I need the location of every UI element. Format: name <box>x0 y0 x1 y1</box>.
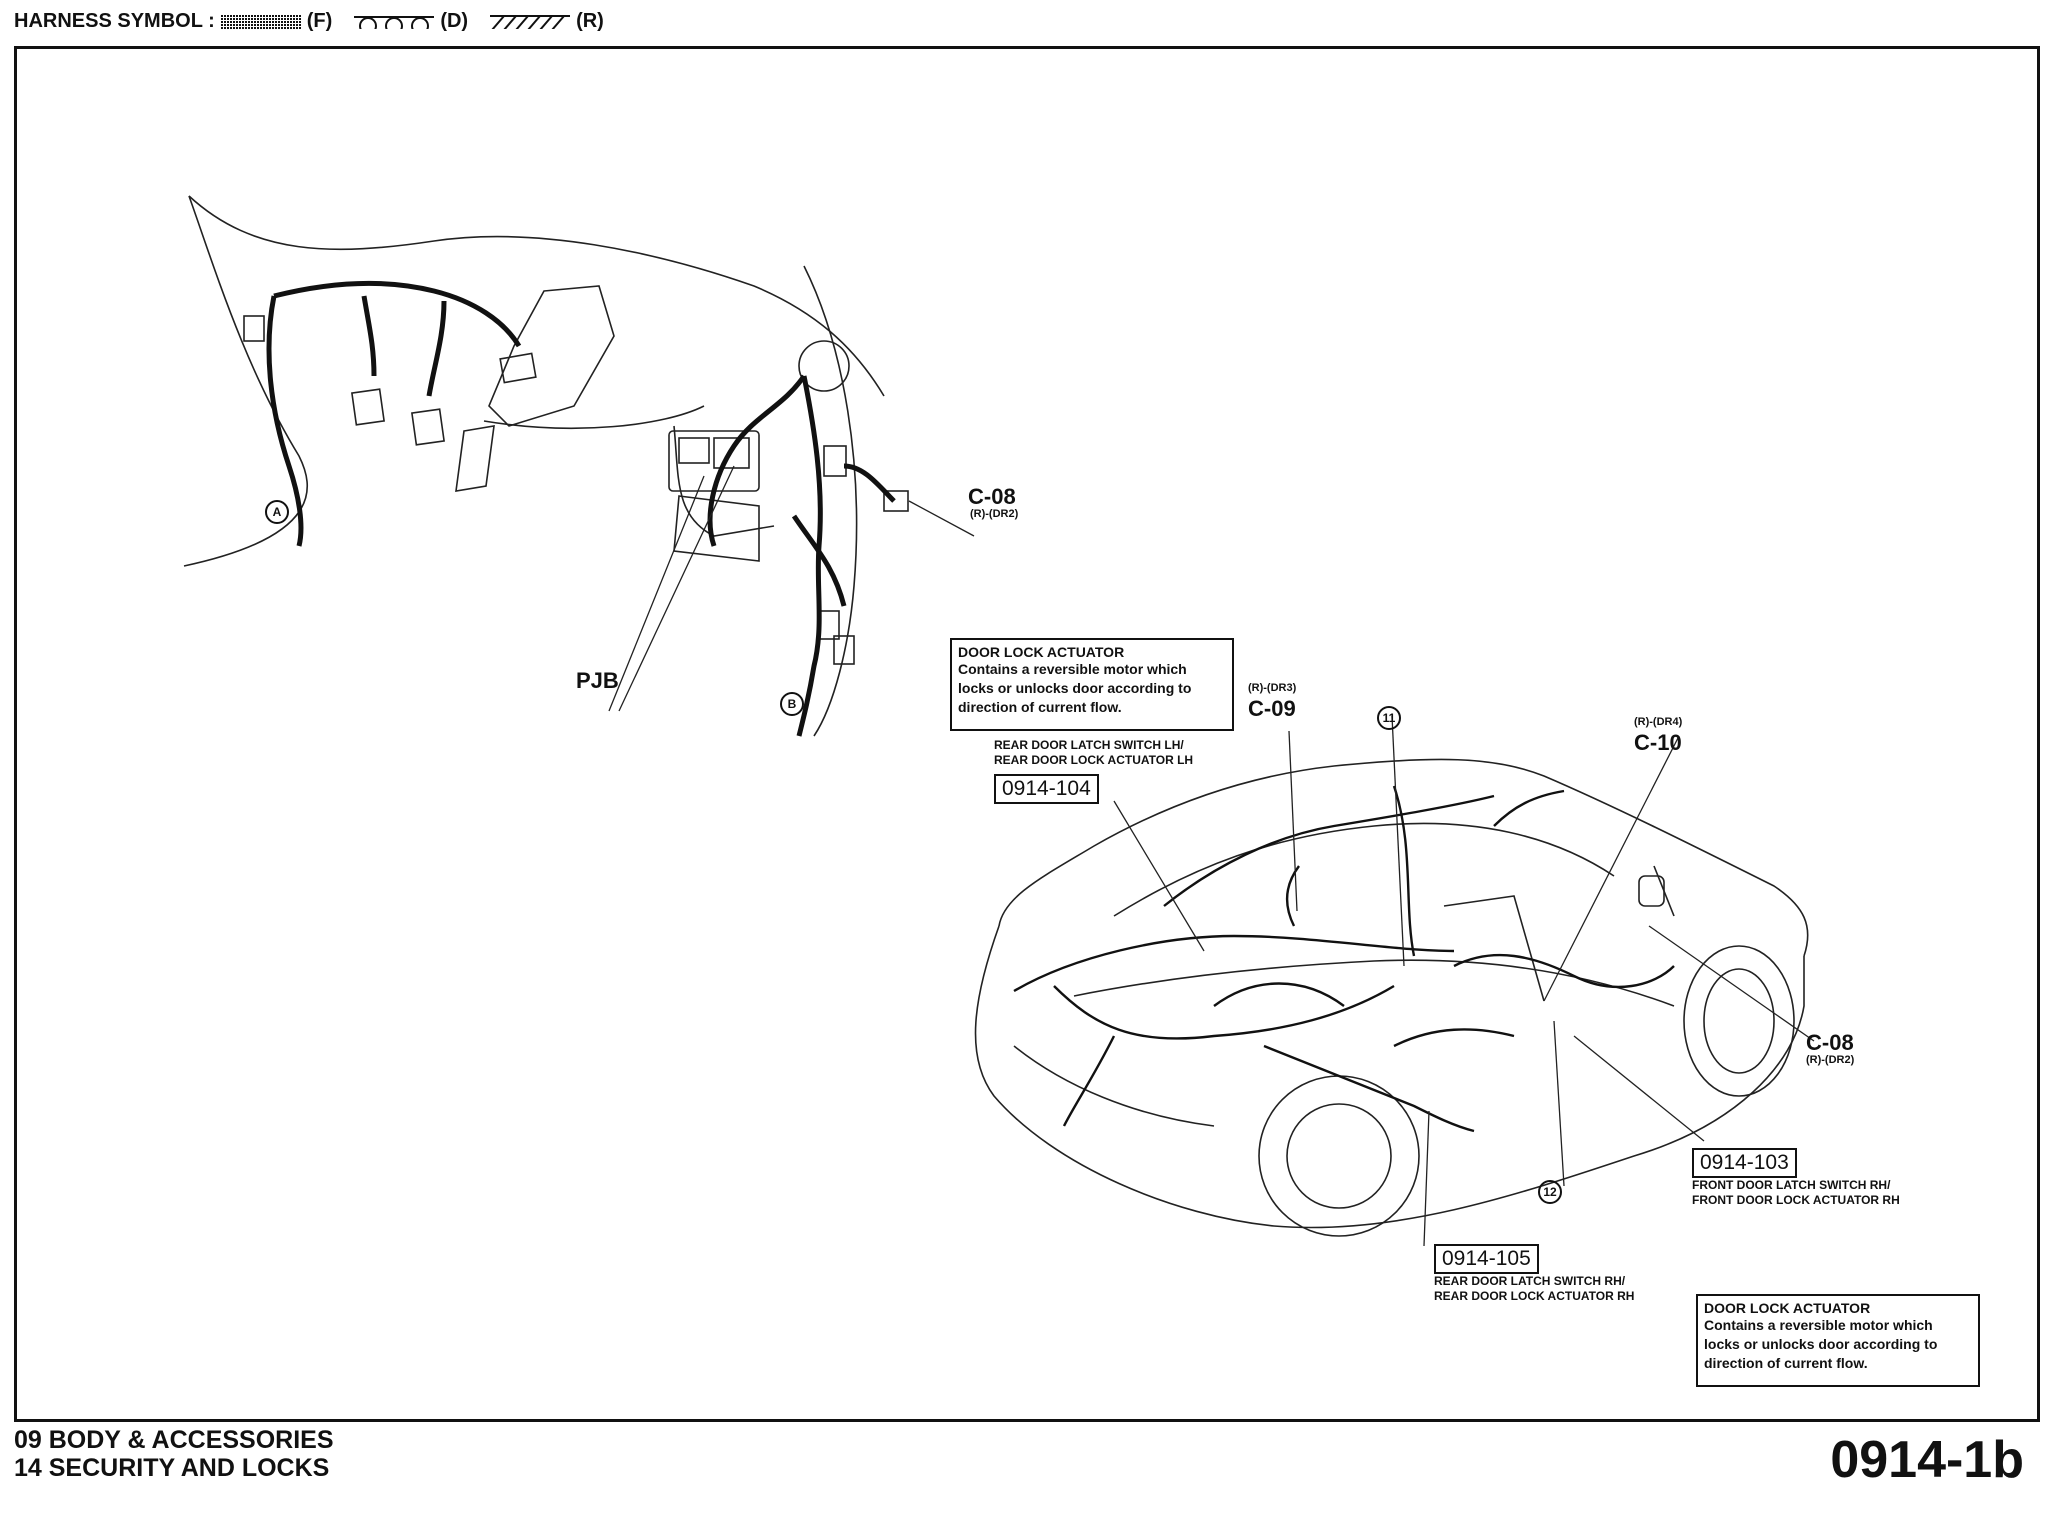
page-number: 0914-1b <box>1830 1431 2024 1489</box>
harness-d-symbol-icon <box>354 15 435 29</box>
footer-section: 09 BODY & ACCESSORIES 14 SECURITY AND LO… <box>14 1426 334 1482</box>
diagram-frame <box>14 46 2040 1422</box>
note-1-line-3: direction of current flow. <box>958 699 1122 715</box>
door-lock-actuator-note-1: DOOR LOCK ACTUATOR Contains a reversible… <box>950 638 1234 731</box>
ref-105-desc-1: REAR DOOR LATCH SWITCH RH/ <box>1434 1274 1626 1288</box>
connector-c08-top-label: C-08 <box>968 484 1016 509</box>
connector-c10-sub: (R)-(DR4) <box>1634 716 1683 728</box>
note-2-title: DOOR LOCK ACTUATOR <box>1704 1300 1871 1316</box>
door-lock-actuator-note-2: DOOR LOCK ACTUATOR Contains a reversible… <box>1696 1294 1980 1387</box>
footer-line-2: 14 SECURITY AND LOCKS <box>14 1454 330 1482</box>
harness-f-symbol-icon <box>220 14 301 29</box>
connector-c09-sub: (R)-(DR3) <box>1248 682 1297 694</box>
note-1-line-2: locks or unlocks door according to <box>958 680 1192 696</box>
note-1-line-1: Contains a reversible motor which <box>958 661 1187 677</box>
note-2-line-3: direction of current flow. <box>1704 1355 1868 1371</box>
ref-104-desc-2: REAR DOOR LOCK ACTUATOR LH <box>994 753 1194 767</box>
pjb-label: PJB <box>576 668 619 693</box>
ref-103-desc: FRONT DOOR LATCH SWITCH RH/ FRONT DOOR L… <box>1692 1178 1900 1208</box>
note-2-line-1: Contains a reversible motor which <box>1704 1317 1933 1333</box>
ref-0914-104-link[interactable]: 0914-104 <box>994 774 1099 804</box>
connector-c09-label: C-09 <box>1248 696 1296 721</box>
note-2-line-2: locks or unlocks door according to <box>1704 1336 1938 1352</box>
legend-d-label: (D) <box>440 10 469 32</box>
harness-symbol-legend: HARNESS SYMBOL : (F) (D) (R) <box>14 10 604 33</box>
note-1-title: DOOR LOCK ACTUATOR <box>958 644 1125 660</box>
ref-0914-105-link[interactable]: 0914-105 <box>1434 1244 1539 1274</box>
legend-prefix: HARNESS SYMBOL : <box>14 10 215 32</box>
legend-f-label: (F) <box>306 10 333 32</box>
legend-r-label: (R) <box>576 10 604 32</box>
marker-12: 12 <box>1538 1180 1562 1204</box>
connector-c10-label: C-10 <box>1634 730 1682 755</box>
marker-b-top: B <box>780 692 804 716</box>
ref-104-desc: REAR DOOR LATCH SWITCH LH/ REAR DOOR LOC… <box>994 738 1193 768</box>
connector-c08-right-sub: (R)-(DR2) <box>1806 1054 1855 1066</box>
ref-103-desc-1: FRONT DOOR LATCH SWITCH RH/ <box>1692 1178 1891 1192</box>
wiring-diagram-art <box>183 195 1815 1247</box>
ref-105-desc: REAR DOOR LATCH SWITCH RH/ REAR DOOR LOC… <box>1434 1274 1634 1304</box>
ref-103-desc-2: FRONT DOOR LOCK ACTUATOR RH <box>1692 1193 1900 1207</box>
footer-line-1: 09 BODY & ACCESSORIES <box>14 1426 334 1454</box>
connector-c08-right-label: C-08 <box>1806 1030 1854 1055</box>
ref-105-desc-2: REAR DOOR LOCK ACTUATOR RH <box>1434 1289 1635 1303</box>
marker-a-top: A <box>265 500 289 524</box>
ref-104-desc-1: REAR DOOR LATCH SWITCH LH/ <box>994 738 1184 752</box>
marker-11: 11 <box>1377 706 1401 730</box>
ref-0914-103-link[interactable]: 0914-103 <box>1692 1148 1797 1178</box>
harness-r-symbol-icon <box>490 14 571 29</box>
connector-c08-top-sub: (R)-(DR2) <box>970 508 1019 520</box>
